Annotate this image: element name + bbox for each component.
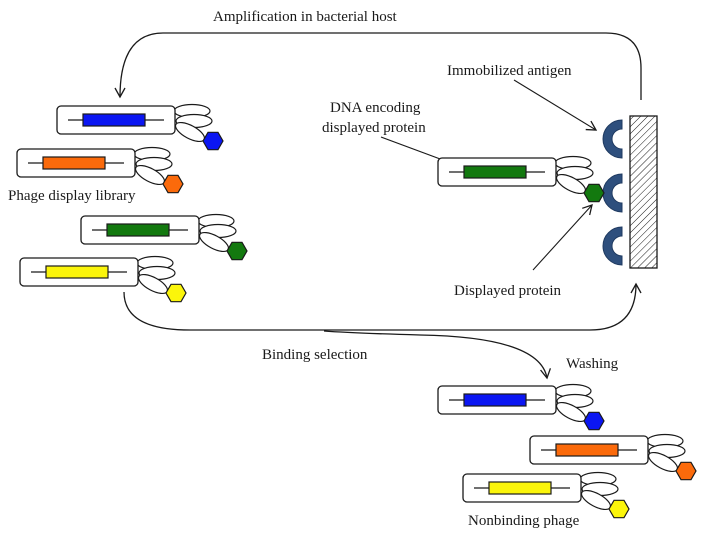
antigen-surface	[629, 115, 658, 269]
antigen-group	[602, 119, 623, 266]
phage-binding-green	[437, 155, 605, 203]
pointer-displayed-protein	[532, 204, 593, 271]
label-binding-selection: Binding selection	[262, 347, 368, 363]
label-washing: Washing	[566, 356, 619, 372]
gene-bar-yellow	[45, 265, 109, 279]
displayed-protein-green	[583, 183, 605, 203]
displayed-protein-yellow	[608, 499, 630, 519]
label-dna-encoding-line1: DNA encoding	[330, 100, 421, 116]
displayed-protein-blue	[202, 131, 224, 151]
gene-bar-yellow	[488, 481, 552, 495]
phage-nonbinding-blue	[437, 383, 605, 431]
displayed-protein-yellow	[165, 283, 187, 303]
pointer-immobilized-antigen	[513, 79, 598, 131]
gene-bar-green	[106, 223, 170, 237]
antigen-1	[602, 119, 623, 159]
antigen-2	[602, 173, 623, 213]
gene-bar-green	[463, 165, 527, 179]
gene-bar-orange	[42, 156, 106, 170]
phage-nonbinding-yellow	[462, 471, 630, 519]
phage-library-yellow	[19, 255, 187, 303]
antigen-3	[602, 226, 623, 266]
label-amplification: Amplification in bacterial host	[213, 9, 398, 25]
phage-group	[16, 103, 697, 519]
gene-bar-orange	[555, 443, 619, 457]
washing-arrow	[323, 330, 552, 380]
displayed-protein-green	[226, 241, 248, 261]
label-phage-display-library: Phage display library	[8, 188, 136, 204]
gene-bar-blue	[463, 393, 527, 407]
label-nonbinding-phage: Nonbinding phage	[468, 513, 580, 529]
phage-library-orange	[16, 146, 184, 194]
displayed-protein-blue	[583, 411, 605, 431]
phage-library-green	[80, 213, 248, 261]
phage-nonbinding-orange	[529, 433, 697, 481]
binding-selection-arrow	[123, 282, 642, 331]
displayed-protein-orange	[162, 174, 184, 194]
label-immobilized-antigen: Immobilized antigen	[447, 63, 572, 79]
phage-library-blue	[56, 103, 224, 151]
label-dna-encoding-line2: displayed protein	[322, 120, 426, 136]
amplification-arrow	[114, 32, 642, 100]
gene-bar-blue	[82, 113, 146, 127]
label-displayed-protein: Displayed protein	[454, 283, 562, 299]
displayed-protein-orange	[675, 461, 697, 481]
